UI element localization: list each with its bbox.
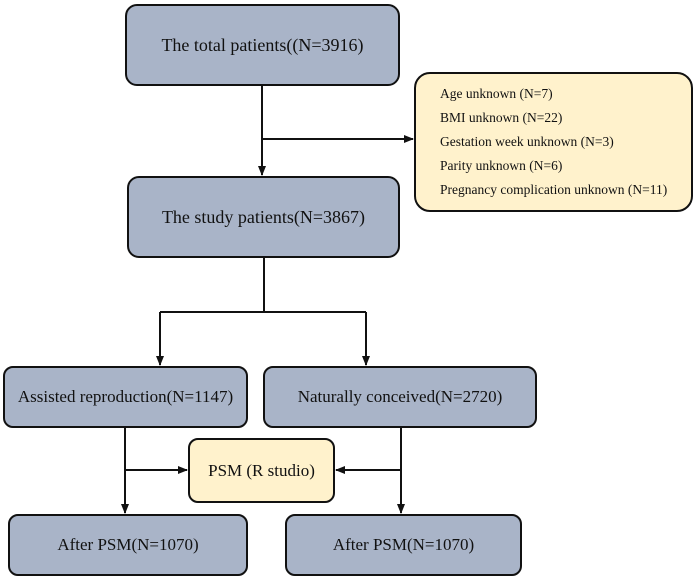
study-patients-node: The study patients(N=3867) [127,176,400,258]
assisted-reproduction-node: Assisted reproduction(N=1147) [3,366,248,428]
total-patients-label: The total patients((N=3916) [161,34,364,55]
after-psm-assisted-label: After PSM(N=1070) [57,535,199,554]
exclusion-item-gestation: Gestation week unknown (N=3) [440,134,614,149]
after-psm-natural-label: After PSM(N=1070) [332,535,475,554]
naturally-conceived-node: Naturally conceived(N=2720) [263,366,537,428]
after-psm-assisted-node: After PSM(N=1070) [8,514,248,576]
psm-label: PSM (R studio) [208,460,315,480]
assisted-reproduction-label: Assisted reproduction(N=1147) [17,387,234,406]
exclusion-item-bmi: BMI unknown (N=22) [440,110,563,125]
exclusion-item-age: Age unknown (N=7) [440,86,553,101]
exclusion-item-complication: Pregnancy complication unknown (N=11) [440,182,668,197]
psm-node: PSM (R studio) [188,438,335,503]
after-psm-natural-node: After PSM(N=1070) [285,514,522,576]
total-patients-node: The total patients((N=3916) [125,4,400,86]
naturally-conceived-label: Naturally conceived(N=2720) [297,387,503,406]
exclusion-criteria-node: Age unknown (N=7) BMI unknown (N=22) Ges… [414,72,693,212]
exclusion-item-parity: Parity unknown (N=6) [440,158,563,173]
study-patients-label: The study patients(N=3867) [161,206,366,227]
